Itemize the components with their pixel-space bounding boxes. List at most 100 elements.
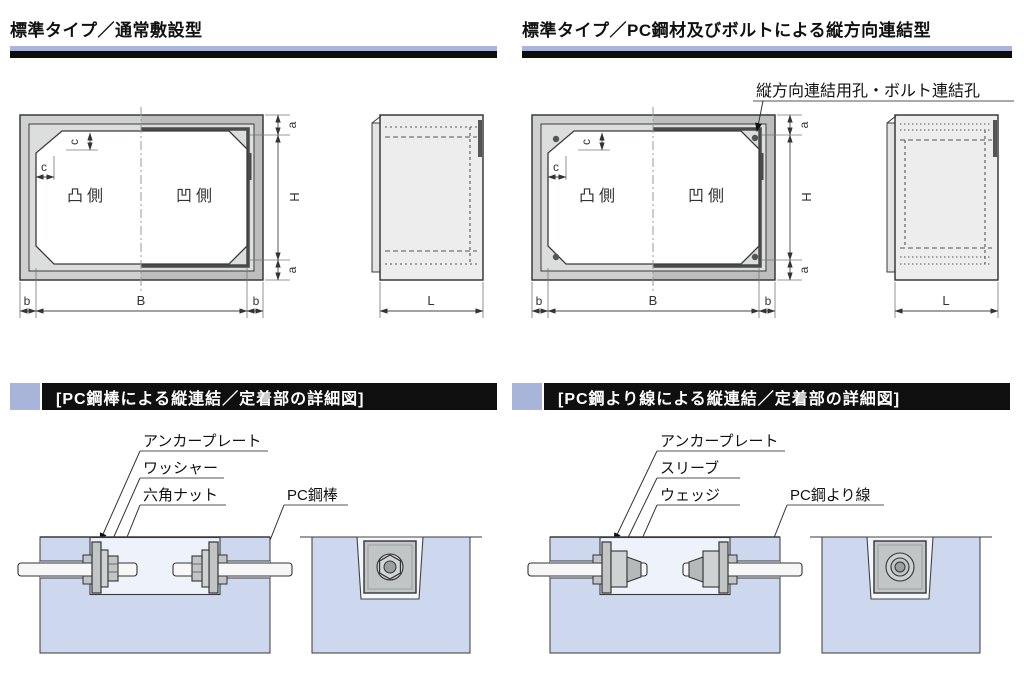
rule-black-stripe [522, 51, 1012, 58]
sleeve [610, 550, 628, 588]
concave-side-label: 凹側 [688, 187, 728, 205]
technical-drawings-top: 凸側 凹側 c c a H a [19, 82, 1014, 318]
callout-leader [613, 450, 658, 542]
bearing-tab [592, 554, 603, 564]
callout-pc-rod: PC鋼棒 [287, 487, 338, 504]
dim-label-b: b [253, 294, 260, 308]
detail-header-left: [PC鋼棒による縦連結／定着部の詳細図] [10, 383, 497, 410]
callout-leader [99, 450, 141, 542]
bearing-tab [82, 575, 93, 585]
accent-square [512, 383, 542, 410]
title-rule-right [522, 46, 1012, 58]
dim-label-a: a [285, 121, 299, 128]
callout-wedge: ウェッジ [660, 487, 720, 504]
dim-label-a: a [797, 121, 811, 128]
annotation-leader [755, 100, 764, 132]
dim-label-B: B [649, 293, 658, 308]
anchor-plate [718, 541, 729, 594]
dim-label-b: b [24, 294, 31, 308]
callout-sleeve: スリーブ [660, 459, 719, 477]
socket-bar [478, 120, 482, 157]
corner-line [886, 115, 897, 124]
anchorage-front-view [810, 536, 992, 654]
dim-label-c: c [41, 160, 47, 174]
bearing-tab [592, 575, 603, 585]
pc-rod [172, 562, 293, 577]
dim-label-L: L [427, 293, 434, 308]
dim-label-a: a [797, 266, 811, 273]
bearing-tab [82, 554, 93, 564]
plan-view-standard: 凸側 凹側 c c a H a [19, 107, 302, 318]
dim-label-a: a [285, 266, 299, 273]
bolt-hole-annotation: 縦方向連結用孔・ボルト連結孔 [753, 82, 1014, 132]
pc-rod [17, 562, 138, 577]
anchorage-cross-section [17, 536, 293, 654]
detail-header-left-bar: [PC鋼棒による縦連結／定着部の詳細図] [42, 383, 497, 410]
bolt-hole [751, 134, 759, 142]
anchor-plate [601, 541, 612, 594]
anchorage-cross-section [527, 536, 803, 654]
detail-header-right-bar: [PC鋼より線による縦連結／定着部の詳細図] [544, 383, 1010, 410]
callout-anchor-plate: アンカープレート [143, 433, 262, 450]
callout-pc-strand: PC鋼より線 [790, 487, 871, 504]
plan-view-connected: 凸側 凹側 c c a H a b B [531, 107, 814, 318]
callout-washer: ワッシャー [143, 460, 218, 477]
rule-blue-stripe [522, 46, 1012, 51]
bolt-hole-annotation-text: 縦方向連結用孔・ボルト連結孔 [756, 82, 980, 100]
technical-drawings-bottom: アンカープレート ワッシャー 六角ナット PC鋼棒 [17, 433, 992, 654]
corner-line [371, 115, 382, 124]
washer [100, 549, 109, 588]
socket-bar [993, 120, 997, 157]
strand-end [894, 561, 906, 573]
bearing-tab [727, 554, 738, 564]
bearing-tab [217, 554, 228, 564]
sleeve [702, 550, 720, 588]
side-view-connected: L [886, 114, 999, 318]
section-title-standard: 標準タイプ／通常敷設型 [10, 21, 203, 40]
dim-label-c: c [579, 139, 593, 145]
wedge [688, 556, 704, 583]
plate-inner-line [367, 544, 413, 590]
plate-inner-line [877, 544, 923, 590]
callout-hex-nut: 六角ナット [143, 487, 218, 504]
section-title-connected: 標準タイプ／PC鋼材及びボルトによる縦方向連結型 [522, 21, 932, 40]
detail-header-left-text: [PC鋼棒による縦連結／定着部の詳細図] [56, 390, 365, 408]
dim-label-b: b [765, 294, 772, 308]
detail-header-right: [PC鋼より線による縦連結／定着部の詳細図] [512, 383, 1010, 410]
bolt-hole [552, 135, 560, 143]
body [894, 114, 999, 281]
washer [201, 549, 210, 588]
dim-label-c: c [553, 160, 559, 174]
concave-side-label: 凹側 [176, 187, 216, 205]
dim-label-b: b [536, 294, 543, 308]
dim-label-c: c [67, 139, 81, 145]
socket-dark-band [653, 127, 762, 268]
hex-nut [191, 555, 203, 582]
rule-black-stripe [10, 51, 497, 58]
side-view-standard: L [371, 114, 484, 318]
detail-header-right-text: [PC鋼より線による縦連結／定着部の詳細図] [558, 390, 901, 408]
anchor-plate [208, 541, 219, 594]
bolt-hole [552, 253, 560, 261]
title-rule-left [10, 46, 497, 58]
socket-dark-band [141, 127, 250, 268]
convex-side-label: 凸側 [579, 187, 619, 205]
wedge [626, 556, 642, 583]
rod-end [383, 560, 397, 574]
body [379, 114, 484, 281]
detail-pc-rod: アンカープレート ワッシャー 六角ナット PC鋼棒 [17, 433, 482, 654]
anchor-plate [91, 541, 102, 594]
dim-label-H: H [287, 192, 302, 201]
dim-label-H: H [799, 192, 814, 201]
anchorage-front-view [300, 536, 482, 654]
bearing-tab [217, 575, 228, 585]
dim-label-B: B [137, 293, 146, 308]
detail-pc-strand: アンカープレート スリーブ ウェッジ PC鋼より線 [527, 433, 992, 654]
accent-square [10, 383, 40, 410]
dim-label-L: L [942, 293, 949, 308]
rule-blue-stripe [10, 46, 497, 51]
bearing-tab [727, 575, 738, 585]
bolt-hole [751, 253, 759, 261]
callout-anchor-plate: アンカープレート [660, 433, 779, 450]
